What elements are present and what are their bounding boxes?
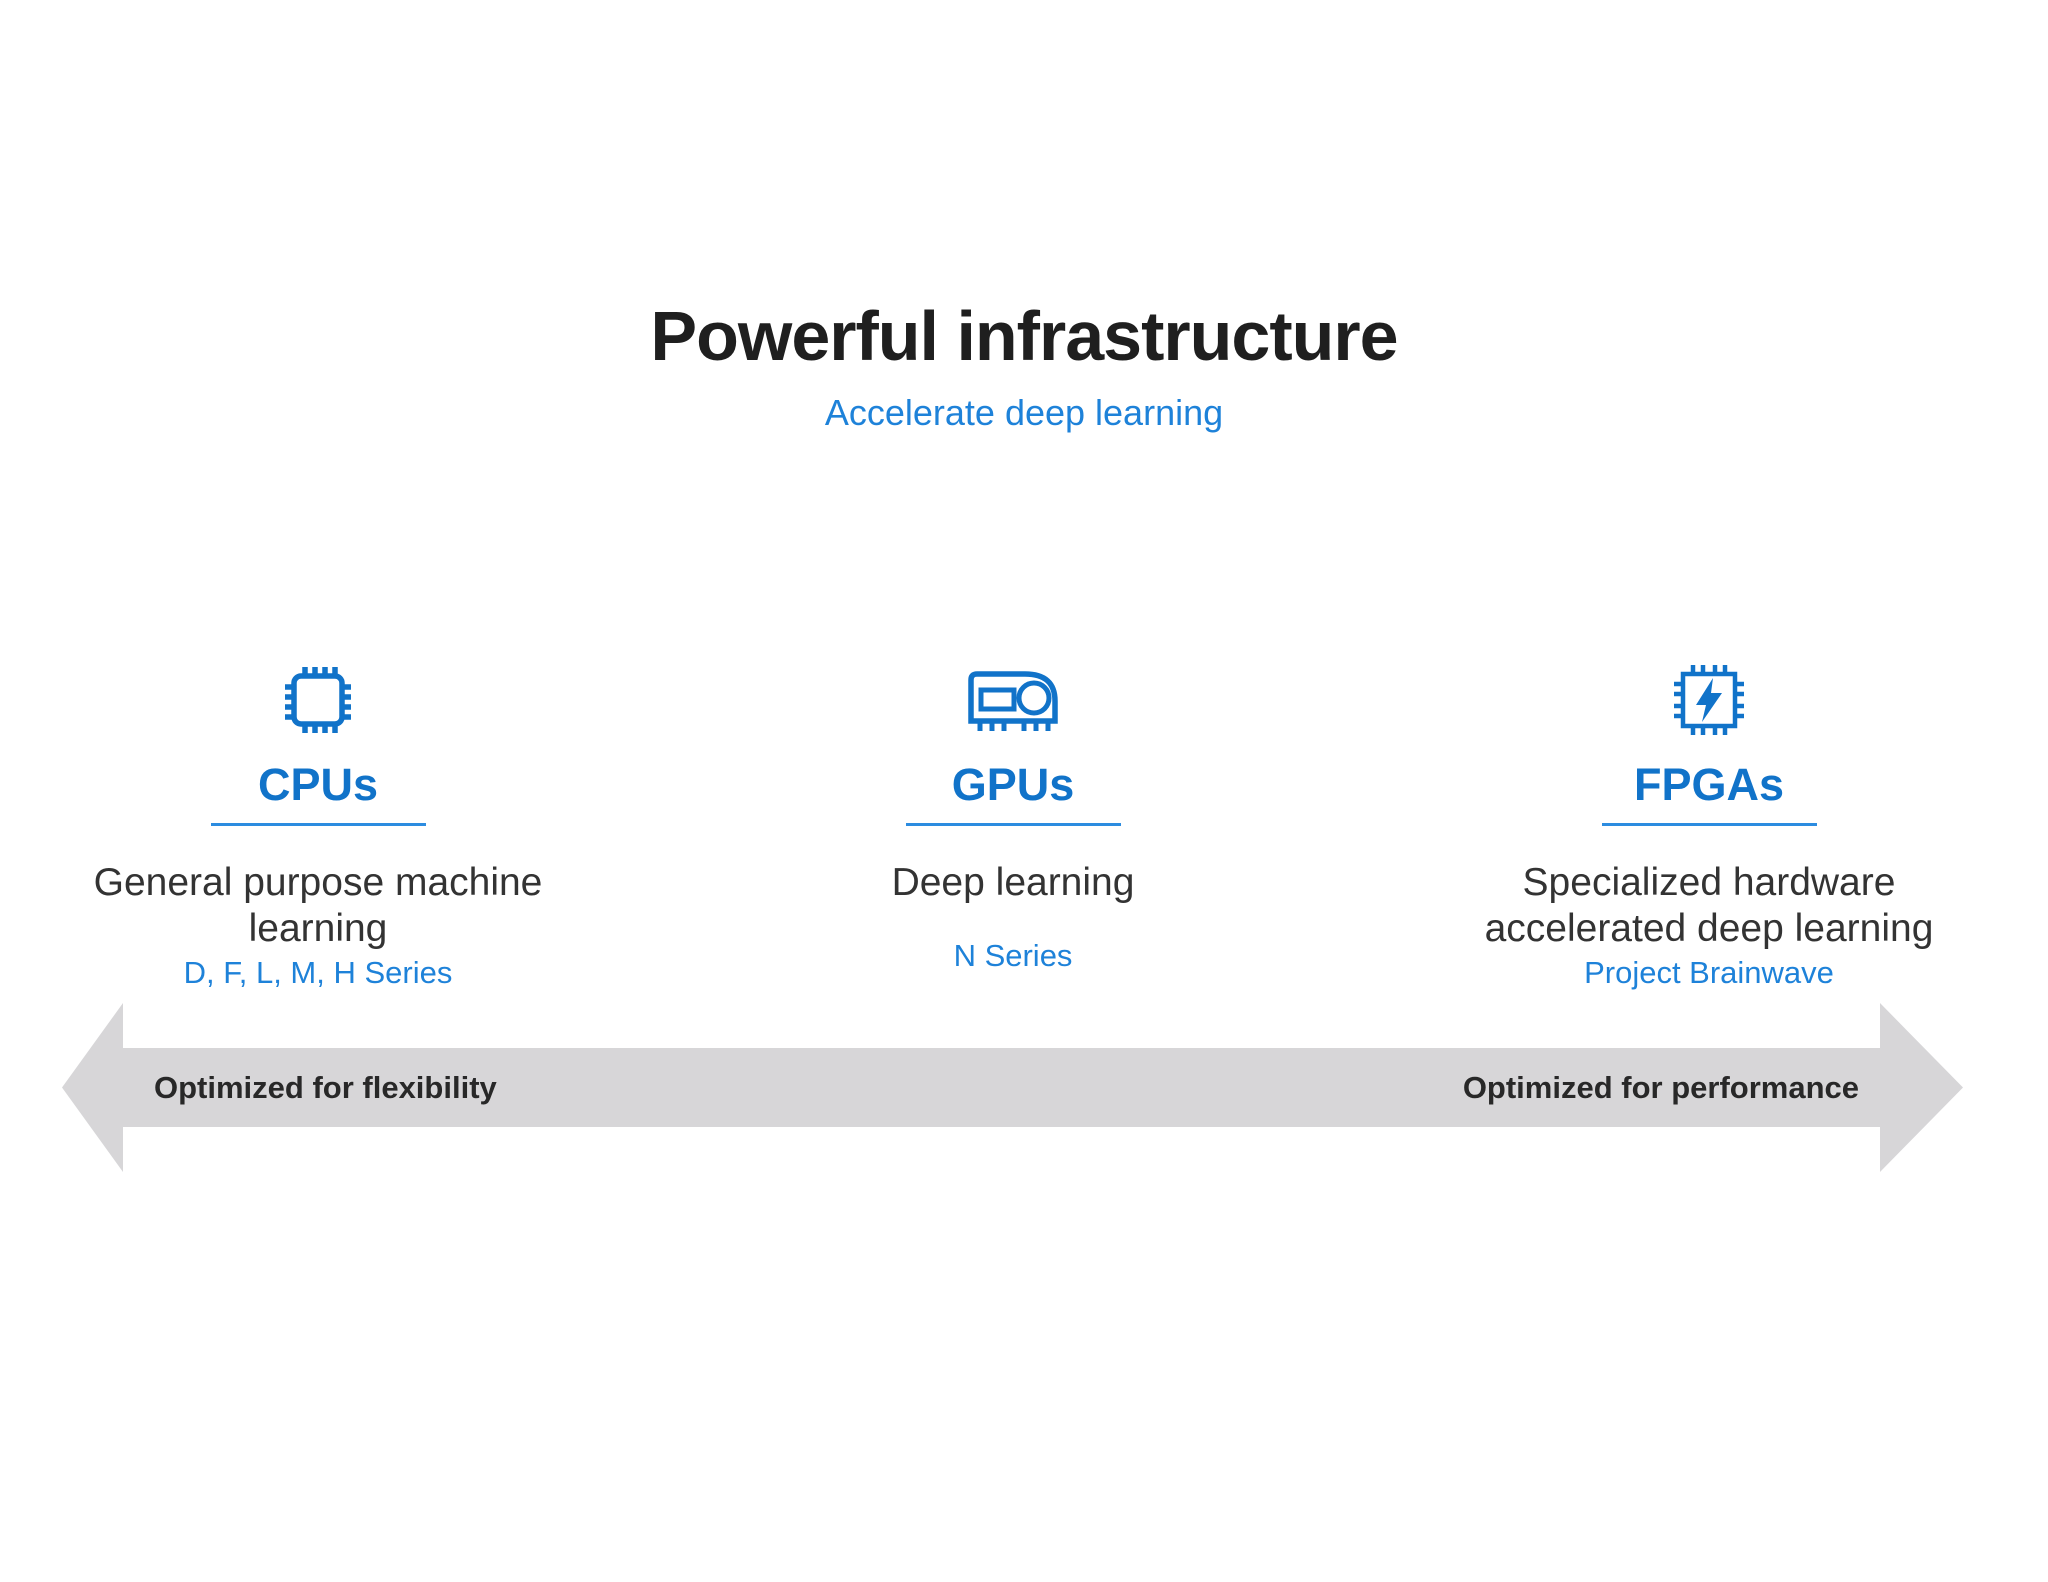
gpu-icon-box [763,658,1263,742]
fpgas-heading: FPGAs [1633,759,1785,810]
cpus-underline [210,823,426,826]
fpga-chip-icon [1669,660,1749,740]
cpus-description: General purpose machine learning [93,861,543,950]
flexibility-performance-arrow: Optimized for flexibility Optimized for … [62,1003,1963,1172]
gpus-underline [905,823,1121,826]
column-fpgas: FPGAs Specialized hardware accelerated d… [1459,658,1959,991]
cpu-icon-box [68,658,568,742]
page-subtitle: Accelerate deep learning [824,392,1224,433]
fpgas-underline [1601,823,1817,826]
cpu-chip-icon [281,663,355,737]
column-gpus: GPUs Deep learning N Series [763,658,1263,974]
page-title: Powerful infrastructure [650,297,1398,375]
cpus-heading: CPUs [257,759,379,810]
gpus-description: Deep learning [891,861,1135,904]
arrow-label-performance: Optimized for performance [1462,1069,1859,1105]
fpga-icon-box [1459,658,1959,742]
fpgas-series-label: Project Brainwave [1584,955,1834,990]
gpus-series-label: N Series [953,938,1073,973]
cpus-series-label: D, F, L, M, H Series [183,955,453,990]
column-cpus: CPUs General purpose machine learning D,… [68,658,568,991]
gpus-heading: GPUs [951,759,1075,810]
arrow-label-flexibility: Optimized for flexibility [154,1069,497,1105]
gpu-card-icon [965,667,1061,733]
fpgas-description: Specialized hardware accelerated deep le… [1484,861,1934,950]
